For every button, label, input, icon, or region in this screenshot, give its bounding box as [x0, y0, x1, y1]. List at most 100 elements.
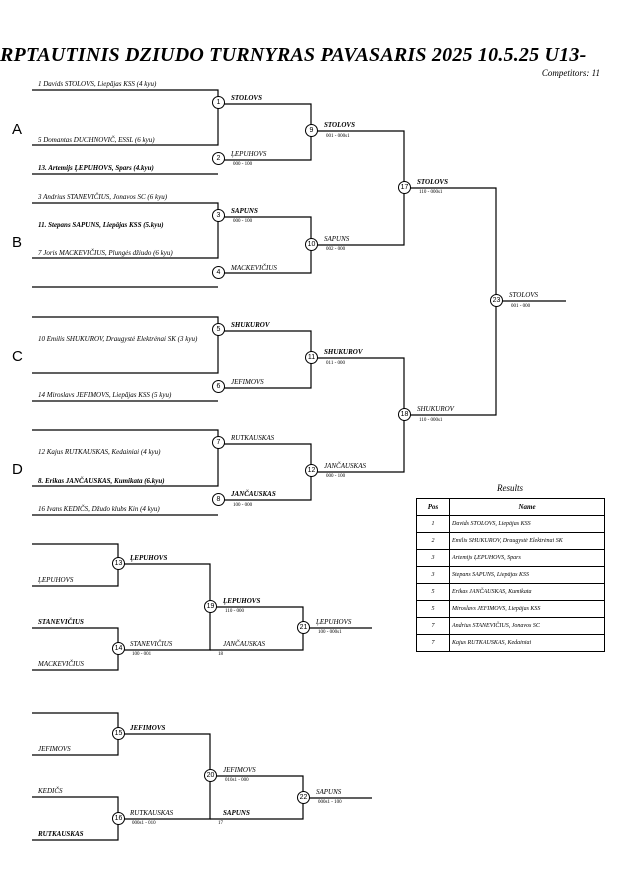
- entrant: 13. Artemijs ĻEPUHOVS, Spars (4.kyu): [38, 164, 154, 172]
- match-number: 7: [212, 436, 225, 449]
- score-label: 000s1 - 100: [318, 800, 342, 805]
- match-number: 8: [212, 493, 225, 506]
- winner-label: RUTKAUSKAS: [130, 809, 174, 817]
- winner-label: JANČAUSKAS: [324, 462, 366, 470]
- winner-label: MACKEVIČIUS: [231, 264, 277, 272]
- winner-label: SHUKUROV: [417, 405, 454, 413]
- group-label-a: A: [12, 121, 23, 138]
- winner-label: STANEVIČIUS: [130, 640, 173, 648]
- entrant: 3 Andrius STANEVIČIUS, Jonavos SC (6 kyu…: [38, 193, 168, 201]
- match-number: 22: [297, 791, 310, 804]
- match-number: 11: [305, 351, 318, 364]
- score-label: 010s1 - 000: [225, 778, 249, 783]
- repechage-entrant: ĻEPUHOVS: [38, 576, 74, 584]
- results-title: Results: [497, 483, 523, 493]
- score-label: 100 - 000: [233, 503, 253, 508]
- group-label-d: D: [12, 461, 23, 478]
- winner-label: SHUKUROV: [231, 321, 270, 329]
- entrant: 11. Stepans SAPUNS, Liepājas KSS (5.kyu): [38, 221, 164, 229]
- winner-label: SAPUNS: [324, 235, 350, 243]
- result-name: Erikas JANČAUSKAS, Kumikata: [449, 583, 605, 601]
- match-number: 13: [112, 557, 125, 570]
- repechage-entrant: JEFIMOVS: [38, 745, 71, 753]
- score-label: 000 - 100: [233, 219, 253, 224]
- score-label: 001 - 000: [511, 304, 531, 309]
- score-label: 100 - 001: [132, 652, 152, 657]
- score-label: 110 - 000: [225, 609, 244, 614]
- result-name: Artemijs ĻEPUHOVS, Spars: [449, 549, 605, 567]
- match-number: 23: [490, 294, 503, 307]
- winner-label: JEFIMOVS: [231, 378, 264, 386]
- final-winner-label: STOLOVS: [509, 291, 539, 299]
- match-number: 9: [305, 124, 318, 137]
- score-label: 100 - 000s1: [318, 630, 342, 635]
- winner-label: ĻEPUHOVS: [130, 554, 168, 562]
- result-pos: 3: [416, 549, 450, 567]
- match-number: 1: [212, 96, 225, 109]
- match-number: 14: [112, 642, 125, 655]
- repechage-entrant: STANEVIČIUS: [38, 618, 84, 626]
- match-number: 20: [204, 769, 217, 782]
- entrant: 16 Ivans KEDIČS, Džudo klubs Kin (4 kyu): [38, 505, 160, 513]
- result-pos: 5: [416, 583, 450, 601]
- match-ref: 18: [218, 652, 223, 657]
- result-pos: 3: [416, 566, 450, 584]
- entrant: 12 Kajus RUTKAUSKAS, Kedainiai (4 kyu): [38, 448, 161, 456]
- match-number: 6: [212, 380, 225, 393]
- match-number: 17: [398, 181, 411, 194]
- winner-label: STOLOVS: [417, 178, 448, 186]
- score-label: 001 - 000s1: [326, 134, 350, 139]
- score-label: 000 - 100: [326, 474, 346, 479]
- winner-label: JEFIMOVS: [223, 766, 256, 774]
- entrant: 1 Davids STOLOVS, Liepājas KSS (4 kyu): [38, 80, 157, 88]
- repechage-entrant: RUTKAUSKAS: [38, 830, 84, 838]
- score-label: 000s1 - 010: [132, 821, 156, 826]
- match-ref: 17: [218, 821, 223, 826]
- match-number: 3: [212, 209, 225, 222]
- winner-label: RUTKAUSKAS: [231, 434, 275, 442]
- winner-label: ĻEPUHOVS: [316, 618, 352, 626]
- winner-label: SAPUNS: [231, 207, 258, 215]
- results-header-name: Name: [449, 498, 605, 516]
- winner-label: SAPUNS: [223, 809, 250, 817]
- entrant: 7 Joris MACKEVIČIUS, Plungės džiudo (6 k…: [38, 249, 173, 257]
- entrant: 5 Domantas DUCHNOVIČ, ESSL (6 kyu): [38, 136, 155, 144]
- entrant: 8. Erikas JANČAUSKAS, Kumikata (6.kyu): [38, 477, 165, 485]
- group-label-c: C: [12, 348, 23, 365]
- winner-label: SAPUNS: [316, 788, 342, 796]
- entrant: 10 Emilis SHUKUROV, Draugystė Elektrėnai…: [38, 335, 198, 343]
- winner-label: ĻEPUHOVS: [223, 597, 261, 605]
- result-name: Miroslavs JEFIMOVS, Liepājas KSS: [449, 600, 605, 618]
- result-name: Andrius STANEVIČIUS, Jonavos SC: [449, 617, 605, 635]
- winner-label: STOLOVS: [231, 94, 262, 102]
- score-label: 011 - 000: [326, 361, 345, 366]
- result-pos: 7: [416, 617, 450, 635]
- result-name: Stepans SAPUNS, Liepājas KSS: [449, 566, 605, 584]
- winner-label: STOLOVS: [324, 121, 355, 129]
- match-number: 16: [112, 812, 125, 825]
- competitors-count: Competitors: 11: [541, 68, 600, 78]
- match-number: 2: [212, 152, 225, 165]
- match-number: 18: [398, 408, 411, 421]
- winner-label: JANČAUSKAS: [231, 490, 276, 498]
- results-header-row: Pos Name: [416, 498, 605, 516]
- tournament-title: RPTAUTINIS DZIUDO TURNYRAS PAVASARIS 202…: [0, 44, 587, 66]
- score-label: 000 - 100: [233, 162, 253, 167]
- repechage-entrant: MACKEVIČIUS: [38, 660, 84, 668]
- winner-label: JANČAUSKAS: [223, 640, 265, 648]
- winner-label: ĻEPUHOVS: [231, 150, 267, 158]
- entrant: 14 Miroslavs JEFIMOVS, Liepājas KSS (5 k…: [38, 391, 172, 399]
- match-number: 12: [305, 464, 318, 477]
- score-label: 002 - 000: [326, 247, 346, 252]
- score-label: 110 - 000s1: [419, 190, 443, 195]
- match-number: 10: [305, 238, 318, 251]
- result-name: Kajus RUTKAUSKAS, Kedainiai: [449, 634, 605, 652]
- repechage-entrant: KEDIČS: [38, 787, 63, 795]
- match-number: 4: [212, 266, 225, 279]
